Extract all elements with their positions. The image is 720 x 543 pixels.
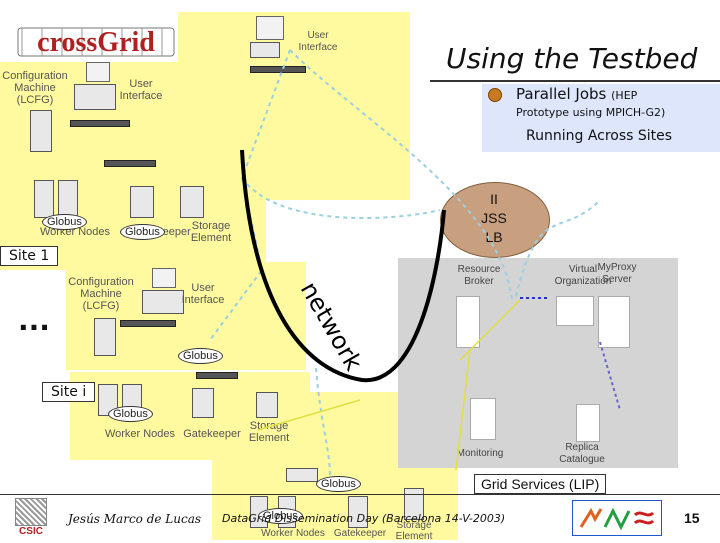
- site-i-globus: Globus: [108, 406, 153, 422]
- site1-globus-gatekeeper: Globus: [120, 224, 165, 240]
- crossgrid-logo-text: crossGrid: [37, 27, 155, 58]
- mid-user-interface-label: User Interface: [181, 282, 225, 306]
- site-i-storage-label: Storage Element: [248, 420, 290, 444]
- site1-storage-label: Storage Element: [190, 220, 232, 244]
- site1-globus-worker: Globus: [42, 214, 87, 230]
- site1-switch-2: [104, 160, 156, 167]
- services-bubble-box: II JSS LB: [460, 190, 528, 248]
- ellipsis: ...: [18, 304, 50, 337]
- site-i-switch: [196, 372, 238, 379]
- site-i-gatekeeper-tower: [192, 388, 214, 418]
- services-jss: JSS: [481, 210, 507, 226]
- bottom-worker-nodes-label: Worker Nodes: [261, 528, 325, 539]
- monitoring-tower: [470, 398, 496, 440]
- site1-config-tower: [74, 84, 116, 110]
- bullet-highlight: Running Across Sites: [526, 128, 673, 144]
- site1-user-interface-label: User Interface: [119, 78, 163, 102]
- bullet-sub: Prototype using MPICH-G2): [516, 106, 666, 119]
- footer-divider: [0, 494, 720, 495]
- resource-broker-tower: [456, 296, 480, 348]
- bullet-paren-text: (HEP: [611, 89, 638, 102]
- site-i-gatekeeper-label: Gatekeeper: [183, 428, 241, 440]
- replica-tower: [576, 404, 600, 442]
- top-user-interface-label: User Interface: [298, 30, 338, 53]
- bottom-machine-1: [286, 468, 318, 482]
- mid-switch: [120, 320, 176, 327]
- site1-config-machine-label: Configuration Machine (LCFG): [2, 70, 68, 106]
- mid-config-monitor: [152, 268, 176, 288]
- bottom-globus-1: Globus: [316, 476, 361, 492]
- crossgrid-logo-icon: crossGrid: [17, 27, 175, 58]
- csic-logo: CSIC: [14, 498, 48, 538]
- csic-emblem-icon: [15, 498, 47, 526]
- site1-config-rack: [30, 110, 52, 152]
- mid-config-tower: [142, 290, 184, 314]
- services-lb: LB: [485, 229, 503, 245]
- replica-label: Replica Catalogue: [559, 442, 605, 465]
- slide-title: Using the Testbed: [446, 42, 698, 75]
- bottom-storage-label-2: Element: [395, 531, 433, 542]
- site1-label: Site 1: [0, 246, 59, 266]
- myproxy-label: MyProxy Server: [597, 262, 637, 285]
- site1-config-monitor: [86, 62, 110, 82]
- site-i-storage-tower: [256, 392, 278, 418]
- site-i-worker-nodes-label: Worker Nodes: [104, 428, 176, 440]
- csic-label: CSIC: [19, 526, 43, 537]
- bullet-main: Parallel Jobs (HEP: [516, 85, 637, 103]
- bullet-main-text: Parallel Jobs: [516, 85, 607, 103]
- top-user-interface-tower: [250, 42, 280, 58]
- mid-config-machine-label: Configuration Machine (LCFG): [68, 276, 134, 312]
- top-switch: [250, 66, 306, 73]
- bullet-panel: [482, 84, 720, 152]
- bottom-storage-label: Storage: [396, 520, 432, 531]
- top-user-interface-monitor: [256, 16, 284, 40]
- virtual-org-tower: [556, 296, 594, 326]
- site-i-label: Site i: [42, 382, 96, 402]
- site1-worker-1: [34, 180, 54, 218]
- monitoring-label: Monitoring: [456, 448, 504, 459]
- site1-gatekeeper-tower: [130, 186, 154, 218]
- site1-worker-2: [58, 180, 78, 218]
- grid-services-background: [398, 258, 678, 468]
- bottom-gatekeeper: [348, 496, 368, 528]
- site1-switch: [70, 120, 130, 127]
- footer-event: DataGrid Dissemination Day (Barcelona 14…: [222, 512, 506, 525]
- bottom-storage: [404, 488, 424, 520]
- grid-services-caption: Grid Services (LIP): [474, 474, 607, 494]
- datagrid-logo: [572, 500, 662, 536]
- services-ii: II: [490, 191, 498, 207]
- mid-globus: Globus: [178, 348, 223, 364]
- title-underline: [430, 80, 720, 82]
- page-number: 15: [684, 510, 700, 526]
- mid-rack: [94, 318, 116, 356]
- bottom-gatekeeper-label: Gatekeeper: [333, 528, 387, 539]
- footer-author: Jesús Marco de Lucas: [68, 512, 202, 526]
- bottom-globus-2: Globus: [258, 508, 303, 524]
- datagrid-logo-icon: [579, 507, 655, 531]
- myproxy-tower: [598, 296, 630, 348]
- bullet-icon: [488, 88, 502, 102]
- resource-broker-label: Resource Broker: [457, 264, 501, 287]
- site1-storage-tower: [180, 186, 204, 218]
- crossgrid-logo: crossGrid: [12, 22, 182, 62]
